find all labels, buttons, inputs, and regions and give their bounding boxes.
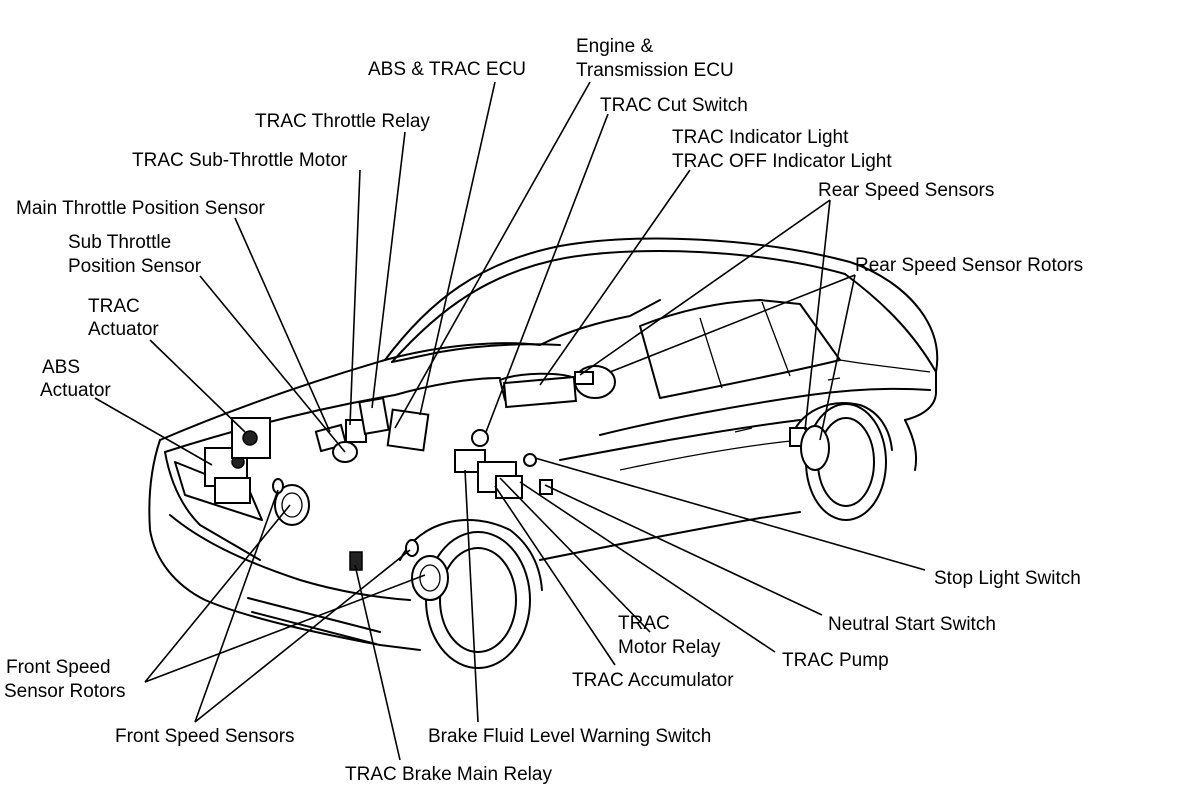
label-abs-actuator-line1: ABS [42, 357, 80, 378]
label-engine-ecu-line2: Transmission ECU [576, 60, 734, 81]
abs-trac-ecu-box [386, 408, 430, 452]
label-trac-brake-main-relay: TRAC Brake Main Relay [345, 764, 552, 785]
label-trac-actuator-line2: Actuator [88, 319, 159, 340]
components [204, 365, 830, 601]
label-front-rotors-line1: Front Speed [6, 657, 111, 678]
label-trac-accumulator: TRAC Accumulator [572, 670, 734, 691]
label-engine-ecu-line1: Engine & [576, 36, 653, 57]
label-abs-trac-ecu: ABS & TRAC ECU [368, 59, 526, 80]
label-motor-relay-line1: TRAC [618, 613, 670, 634]
label-neutral-start-switch: Neutral Start Switch [828, 614, 996, 635]
label-indicator-line2: TRAC OFF Indicator Light [672, 151, 892, 172]
label-trac-sub-throttle-motor: TRAC Sub-Throttle Motor [132, 150, 348, 171]
label-main-throttle-position-sensor: Main Throttle Position Sensor [16, 198, 266, 219]
label-trac-cut-switch: TRAC Cut Switch [600, 95, 748, 116]
label-front-rotors-line2: Sensor Rotors [4, 681, 125, 702]
engine-transmission-ecu-box [503, 375, 577, 409]
label-rear-speed-sensor-rotors: Rear Speed Sensor Rotors [855, 255, 1083, 276]
label-sub-throttle-line1: Sub Throttle [68, 232, 171, 253]
car-outline [148, 237, 939, 651]
leader-lines [94, 81, 926, 761]
label-trac-pump: TRAC Pump [782, 650, 889, 671]
label-rear-speed-sensors: Rear Speed Sensors [818, 180, 994, 201]
label-brake-fluid-level-warning-switch: Brake Fluid Level Warning Switch [428, 726, 711, 747]
label-trac-actuator-line1: TRAC [88, 296, 140, 317]
label-front-speed-sensors: Front Speed Sensors [115, 726, 295, 747]
label-motor-relay-line2: Motor Relay [618, 637, 721, 658]
label-indicator-line1: TRAC Indicator Light [672, 127, 849, 148]
label-stop-light-switch: Stop Light Switch [934, 568, 1081, 589]
label-trac-throttle-relay: TRAC Throttle Relay [255, 111, 430, 132]
labels: ABS & TRAC ECU Engine & Transmission ECU… [4, 36, 1083, 785]
label-abs-actuator-line2: Actuator [40, 380, 111, 401]
label-sub-throttle-line2: Position Sensor [68, 256, 202, 277]
